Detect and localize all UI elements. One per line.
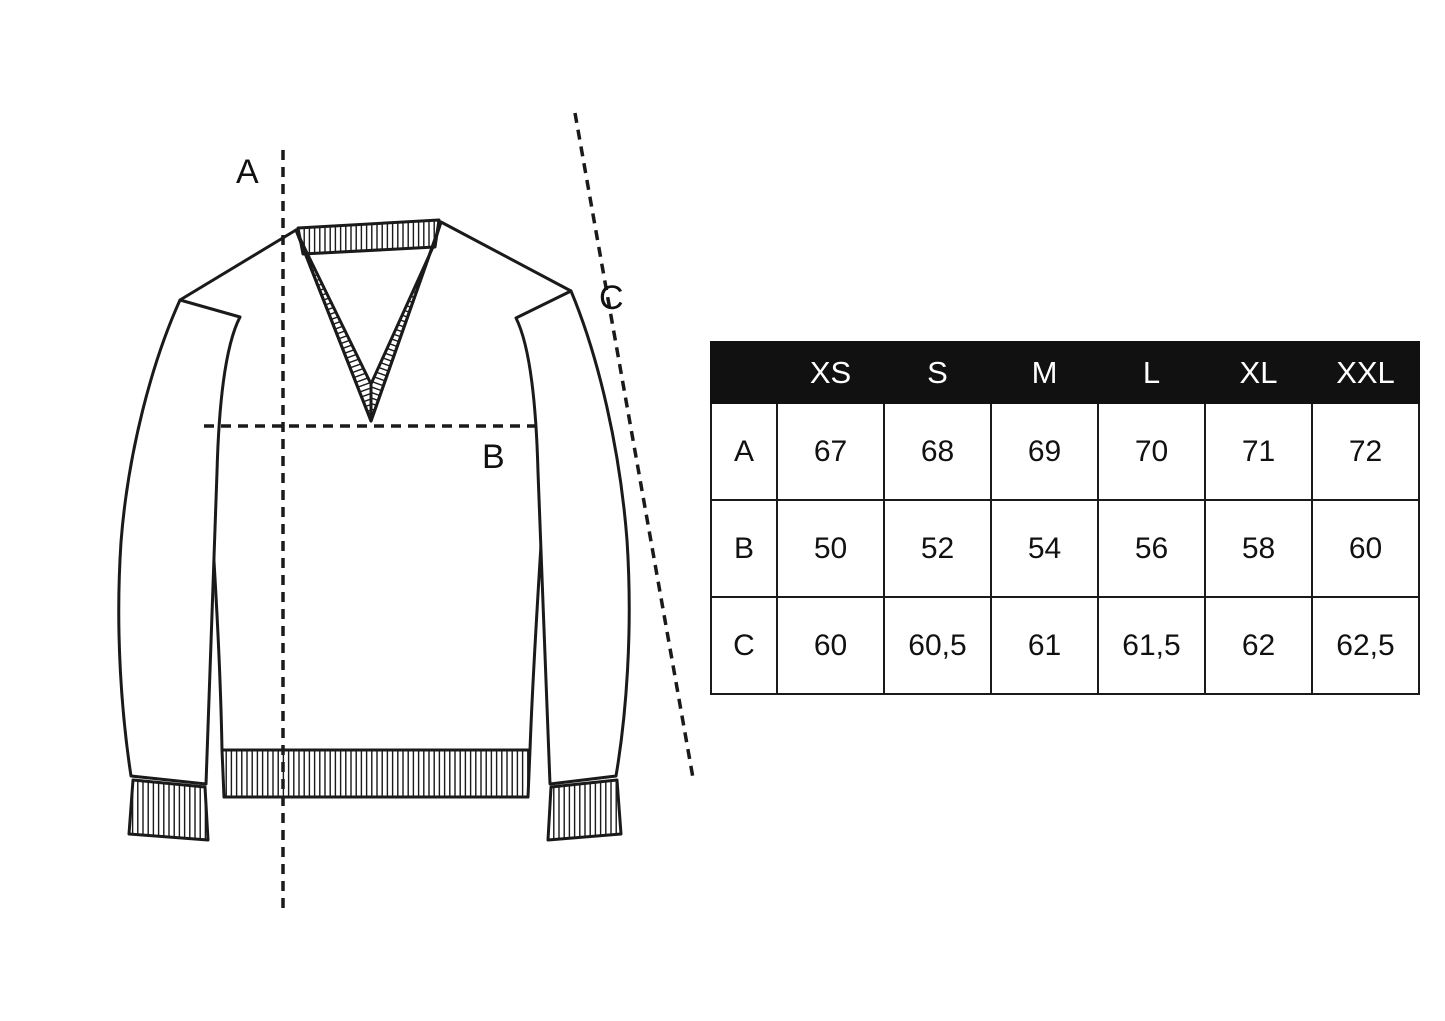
size-value-cell: 52	[883, 499, 992, 598]
size-value-cell: 68	[883, 402, 992, 501]
sweater-measurement-diagram: A B C	[117, 112, 695, 915]
size-column-header: M	[990, 341, 1099, 404]
size-value-cell: 61,5	[1097, 596, 1206, 695]
size-column-header: L	[1097, 341, 1206, 404]
collar-back-band	[296, 218, 441, 256]
right-cuff-ribbing	[546, 778, 623, 842]
size-value-cell: 62,5	[1311, 596, 1420, 695]
measurement-line-c	[573, 112, 695, 779]
size-column-header: XL	[1204, 341, 1313, 404]
measurement-label-a: A	[236, 153, 259, 191]
size-value-cell: 56	[1097, 499, 1206, 598]
size-value-cell: 69	[990, 402, 1099, 501]
measurement-labels: A B C	[236, 153, 624, 476]
size-value-cell: 54	[990, 499, 1099, 598]
size-column-header: XS	[776, 341, 885, 404]
size-column-header: XXL	[1311, 341, 1420, 404]
left-cuff-ribbing	[127, 778, 210, 842]
size-value-cell: 58	[1204, 499, 1313, 598]
measurement-lines	[204, 112, 695, 915]
size-value-cell: 60,5	[883, 596, 992, 695]
measurement-label-b: B	[482, 438, 505, 476]
sweater-drawing	[117, 218, 631, 842]
size-value-cell: 50	[776, 499, 885, 598]
size-value-cell: 72	[1311, 402, 1420, 501]
size-value-cell: 60	[1311, 499, 1420, 598]
size-column-header: S	[883, 341, 992, 404]
size-table-corner-cell	[710, 341, 778, 404]
size-value-cell: 67	[776, 402, 885, 501]
measurement-row-label: B	[710, 499, 778, 598]
right-sleeve	[514, 289, 631, 786]
size-value-cell: 62	[1204, 596, 1313, 695]
size-value-cell: 61	[990, 596, 1099, 695]
hem-ribbing	[220, 748, 532, 799]
size-value-cell: 60	[776, 596, 885, 695]
measurement-row-label: C	[710, 596, 778, 695]
size-value-cell: 71	[1204, 402, 1313, 501]
left-sleeve	[117, 298, 242, 786]
collar-right-band	[369, 220, 443, 423]
measurement-label-c: C	[599, 279, 624, 317]
sweater-body	[178, 220, 573, 752]
measurement-row-label: A	[710, 402, 778, 501]
size-value-cell: 70	[1097, 402, 1206, 501]
